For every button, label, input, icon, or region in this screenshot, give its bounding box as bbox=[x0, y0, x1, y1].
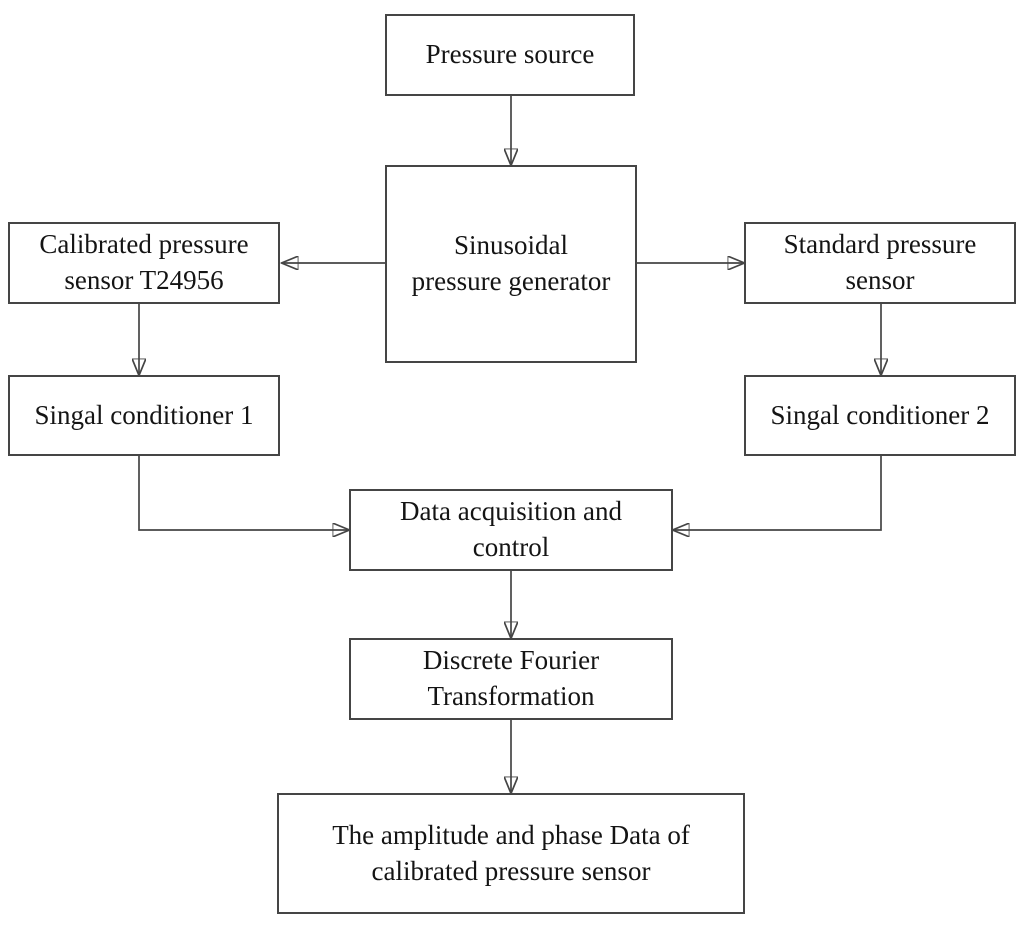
node-label: Singal conditioner 1 bbox=[34, 399, 254, 430]
node-label: The amplitude and phase Data of calibrat… bbox=[332, 819, 690, 886]
node-calibrated-pressure-sensor: Calibrated pressure sensor T24956 bbox=[8, 222, 280, 304]
node-discrete-fourier-transformation: Discrete Fourier Transformation bbox=[349, 638, 673, 720]
node-pressure-source: Pressure source bbox=[385, 14, 635, 96]
node-label: Discrete Fourier Transformation bbox=[422, 645, 600, 711]
node-data-acquisition-and-control: Data acquisition and control bbox=[349, 489, 673, 571]
node-label: Data acquisition and control bbox=[400, 496, 622, 562]
connector-cond1-to-daq bbox=[138, 456, 349, 530]
node-sinusoidal-pressure-generator: Sinusoidal pressure generator bbox=[385, 165, 637, 363]
node-label: Pressure source bbox=[425, 39, 595, 70]
node-amplitude-phase-output: The amplitude and phase Data of calibrat… bbox=[277, 793, 745, 914]
node-standard-pressure-sensor: Standard pressure sensor bbox=[744, 222, 1016, 304]
node-label: Standard pressure sensor bbox=[783, 229, 977, 295]
node-label: Sinusoidal pressure generator bbox=[411, 230, 611, 296]
node-signal-conditioner-2: Singal conditioner 2 bbox=[744, 375, 1016, 456]
node-label: Calibrated pressure sensor T24956 bbox=[39, 229, 249, 295]
connector-cond2-to-daq bbox=[673, 456, 882, 530]
node-signal-conditioner-1: Singal conditioner 1 bbox=[8, 375, 280, 456]
node-label: Singal conditioner 2 bbox=[770, 399, 990, 430]
